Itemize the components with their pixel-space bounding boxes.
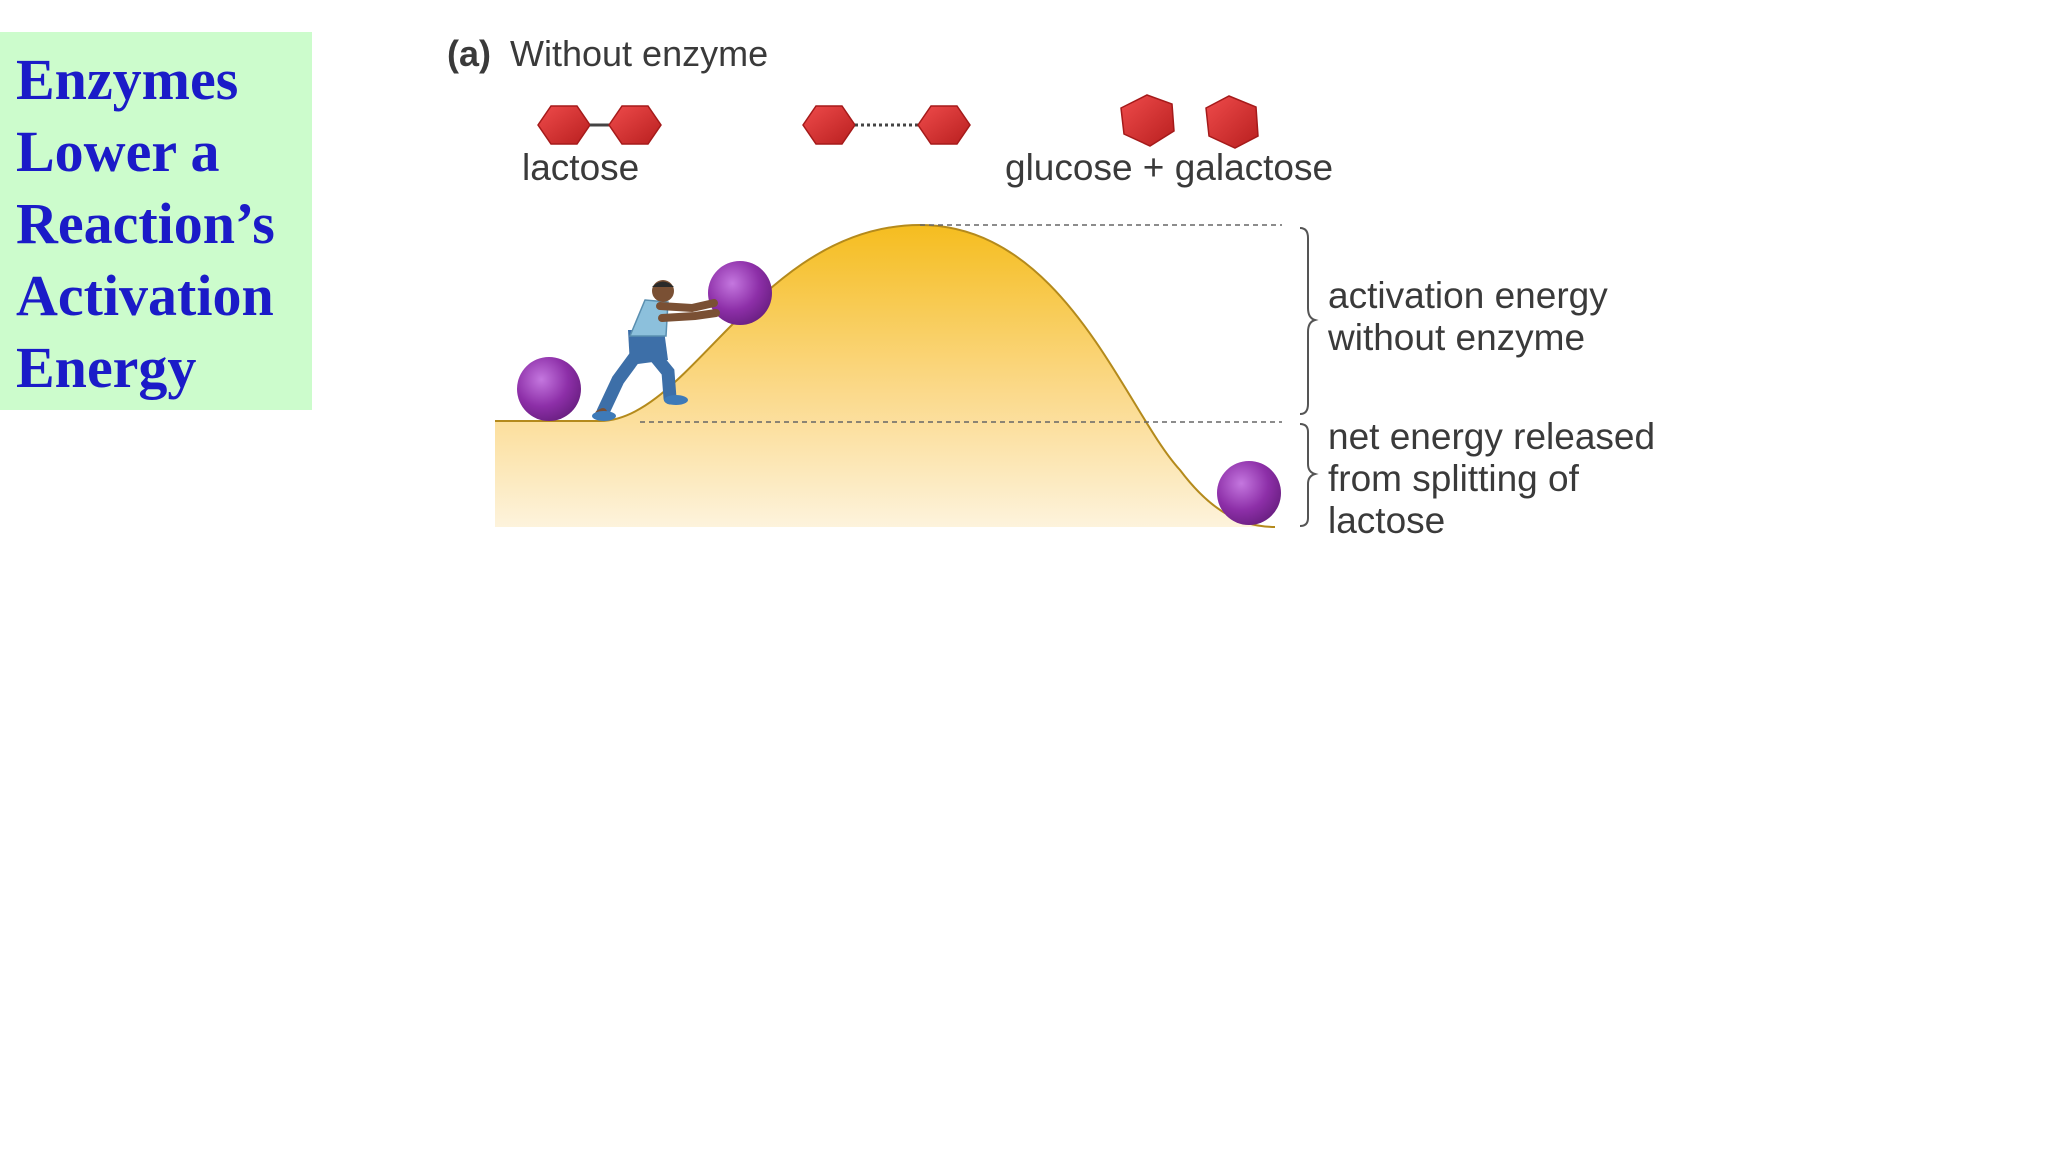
panel-title: Without enzyme	[510, 33, 768, 74]
resting-ball-icon	[517, 357, 581, 421]
panel-label: (a)	[447, 33, 491, 74]
person-pushing-icon	[592, 280, 720, 421]
net-energy-label: lactose	[1328, 500, 1445, 541]
pushed-ball-icon	[708, 261, 772, 325]
slide-title-line: Activation	[16, 263, 274, 328]
slide-title-box: Enzymes Lower a Reaction’s Activation En…	[0, 32, 312, 410]
slide-title-line: Reaction’s	[16, 191, 275, 256]
released-ball-icon	[1217, 461, 1281, 525]
slide-title-line: Lower a	[16, 119, 220, 184]
energy-hill	[495, 225, 1275, 527]
transition-molecule-icon	[802, 105, 971, 145]
slide-title-line: Enzymes	[16, 47, 239, 112]
products-label: glucose + galactose	[1005, 147, 1333, 188]
energy-curve	[495, 223, 1276, 528]
lactose-molecule-icon	[537, 105, 662, 145]
lactose-label: lactose	[522, 147, 639, 188]
activation-energy-label: activation energy	[1328, 275, 1608, 316]
net-energy-bracket	[1299, 423, 1319, 527]
activation-energy-label: without enzyme	[1327, 317, 1585, 358]
slide-title-line: Energy	[16, 335, 197, 400]
net-energy-label: from splitting of	[1328, 458, 1580, 499]
net-energy-label: net energy released	[1328, 416, 1655, 457]
glucose-galactose-molecules-icon	[1120, 94, 1259, 149]
activation-energy-bracket	[1299, 227, 1319, 415]
